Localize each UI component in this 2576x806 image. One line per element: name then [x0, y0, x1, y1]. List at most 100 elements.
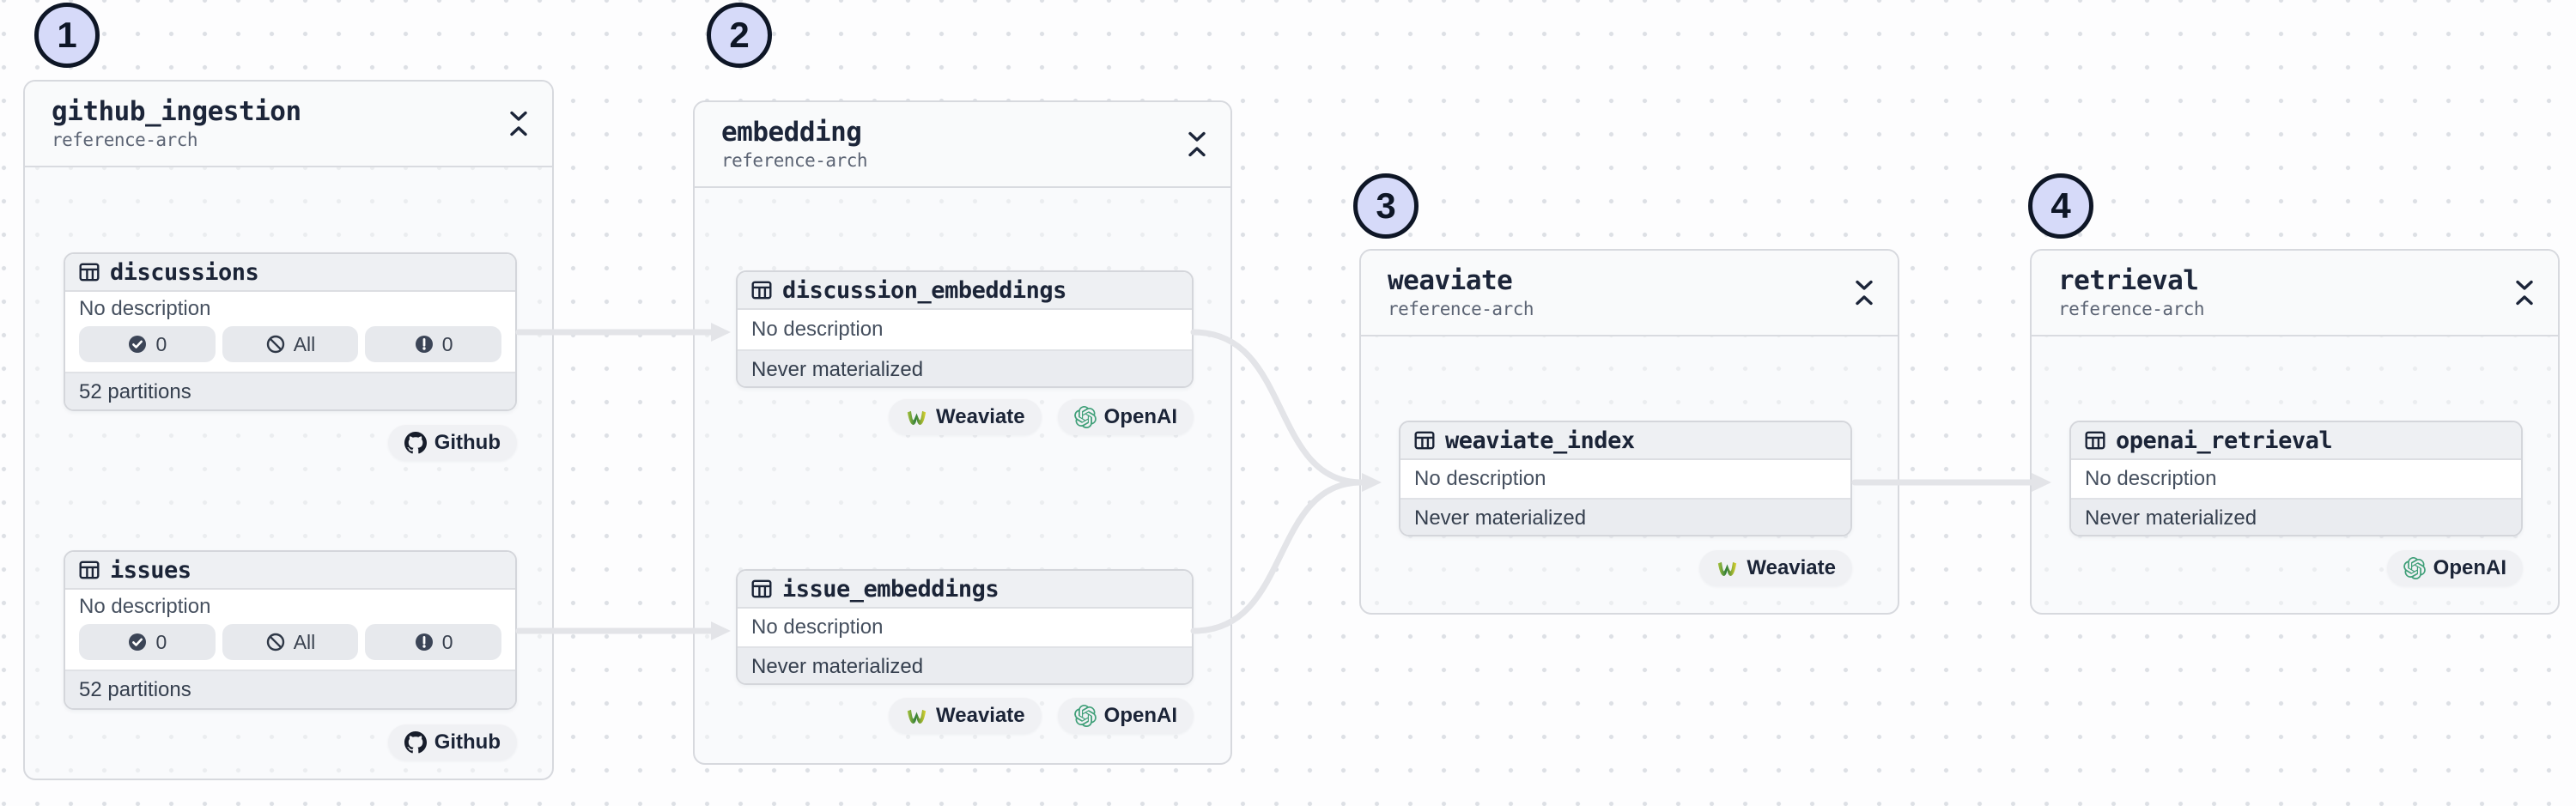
asset-header: issue_embeddings [738, 571, 1192, 609]
asset-header: issues [65, 552, 515, 590]
collapse-group-icon[interactable] [2513, 278, 2536, 307]
step-circle-3: 3 [1353, 173, 1419, 239]
group-header[interactable]: weaviate reference-arch [1361, 251, 1898, 336]
table-icon [79, 263, 100, 282]
kind-badge-row: Weaviate OpenAI [736, 399, 1194, 435]
asset-name: discussion_embeddings [782, 276, 1066, 304]
kind-badge-weaviate[interactable]: Weaviate [889, 698, 1042, 734]
step-number: 3 [1376, 185, 1396, 226]
weaviate-icon [907, 410, 927, 425]
failed-count: 0 [441, 332, 453, 355]
asset-card-discussions[interactable]: discussions No description 0 All 0 52 pa… [64, 252, 517, 411]
asset-description: No description [65, 590, 515, 624]
table-icon [79, 561, 100, 579]
failed-count-pill[interactable]: 0 [365, 624, 502, 660]
kind-badge-row: Github [64, 724, 517, 761]
asset-card-issue-embeddings[interactable]: issue_embeddings No description Never ma… [736, 569, 1194, 685]
asset-status-footer: Never materialized [2071, 498, 2521, 535]
group-title: github_ingestion [52, 96, 301, 128]
asset-status-footer: Never materialized [1400, 498, 1850, 535]
asset-card-discussion-embeddings[interactable]: discussion_embeddings No description Nev… [736, 270, 1194, 388]
group-title: retrieval [2058, 265, 2199, 297]
github-icon [404, 432, 427, 454]
missing-count: All [293, 332, 316, 355]
step-circle-4: 4 [2028, 173, 2093, 239]
kind-badge-openai[interactable]: OpenAI [1057, 698, 1194, 734]
step-number: 4 [2050, 185, 2071, 226]
kind-badge-row: Github [64, 425, 517, 461]
step-number: 2 [729, 15, 750, 55]
group-subtitle: reference-arch [2058, 298, 2205, 319]
kind-badge-row: OpenAI [2069, 550, 2523, 586]
asset-description: No description [1400, 460, 1850, 498]
asset-partitions-footer: 52 partitions [65, 372, 515, 409]
kind-badge-weaviate[interactable]: Weaviate [1699, 550, 1852, 586]
collapse-group-icon[interactable] [507, 109, 530, 138]
materialized-count-pill[interactable]: 0 [79, 624, 216, 660]
alert-circle-icon [414, 334, 434, 355]
slash-circle-icon [266, 335, 284, 354]
asset-name: issue_embeddings [782, 575, 999, 603]
collapse-group-icon[interactable] [1186, 130, 1208, 159]
partition-status-row: 0 All 0 [65, 624, 515, 670]
kind-badge-label: Weaviate [936, 704, 1025, 727]
group-header[interactable]: embedding reference-arch [695, 102, 1230, 188]
failed-count-pill[interactable]: 0 [365, 326, 502, 362]
kind-badge-github[interactable]: Github [387, 724, 517, 761]
group-subtitle: reference-arch [721, 149, 868, 171]
kind-badge-label: Github [434, 431, 501, 454]
asset-partitions-footer: 52 partitions [65, 670, 515, 708]
kind-badge-openai[interactable]: OpenAI [2386, 550, 2523, 586]
group-header[interactable]: retrieval reference-arch [2032, 251, 2558, 336]
group-title: weaviate [1388, 265, 1513, 297]
asset-group-embedding: embedding reference-arch discussion_embe… [693, 100, 1232, 765]
step-number: 1 [57, 15, 77, 55]
group-subtitle: reference-arch [1388, 298, 1534, 319]
table-icon [751, 579, 772, 598]
table-icon [2085, 431, 2105, 450]
kind-badge-label: OpenAI [1103, 704, 1177, 727]
collapse-group-icon[interactable] [1853, 278, 1875, 307]
asset-description: No description [2071, 460, 2521, 498]
openai-icon [1073, 406, 1097, 428]
slash-circle-icon [266, 633, 284, 651]
failed-count: 0 [441, 630, 453, 653]
kind-badge-label: OpenAI [1103, 405, 1177, 428]
asset-card-issues[interactable]: issues No description 0 All 0 52 partiti… [64, 550, 517, 710]
asset-card-weaviate-index[interactable]: weaviate_index No description Never mate… [1399, 421, 1852, 536]
openai-icon [1073, 705, 1097, 727]
step-circle-1: 1 [34, 3, 100, 68]
asset-header: weaviate_index [1400, 422, 1850, 460]
kind-badge-github[interactable]: Github [387, 425, 517, 461]
asset-header: openai_retrieval [2071, 422, 2521, 460]
asset-header: discussions [65, 254, 515, 292]
group-header[interactable]: github_ingestion reference-arch [25, 82, 552, 167]
asset-name: discussions [110, 258, 259, 286]
missing-count: All [293, 630, 316, 653]
table-icon [751, 281, 772, 300]
missing-count-pill[interactable]: All [222, 326, 359, 362]
missing-count-pill[interactable]: All [222, 624, 359, 660]
asset-description: No description [738, 609, 1192, 646]
asset-description: No description [65, 292, 515, 326]
asset-group-retrieval: retrieval reference-arch openai_retrieva… [2030, 249, 2560, 615]
group-title: embedding [721, 117, 862, 148]
kind-badge-label: OpenAI [2433, 556, 2506, 579]
kind-badge-row: Weaviate [1399, 550, 1852, 586]
alert-circle-icon [414, 632, 434, 652]
asset-group-weaviate: weaviate reference-arch weaviate_index N… [1359, 249, 1899, 615]
asset-card-openai-retrieval[interactable]: openai_retrieval No description Never ma… [2069, 421, 2523, 536]
weaviate-icon [1718, 561, 1737, 576]
materialized-count-pill[interactable]: 0 [79, 326, 216, 362]
asset-status-footer: Never materialized [738, 349, 1192, 386]
openai-icon [2403, 557, 2426, 579]
kind-badge-weaviate[interactable]: Weaviate [889, 399, 1042, 435]
check-circle-icon [128, 334, 148, 355]
kind-badge-openai[interactable]: OpenAI [1057, 399, 1194, 435]
table-icon [1414, 431, 1435, 450]
kind-badge-label: Github [434, 730, 501, 754]
kind-badge-label: Weaviate [936, 405, 1025, 428]
github-icon [404, 731, 427, 754]
kind-badge-row: Weaviate OpenAI [736, 698, 1194, 734]
